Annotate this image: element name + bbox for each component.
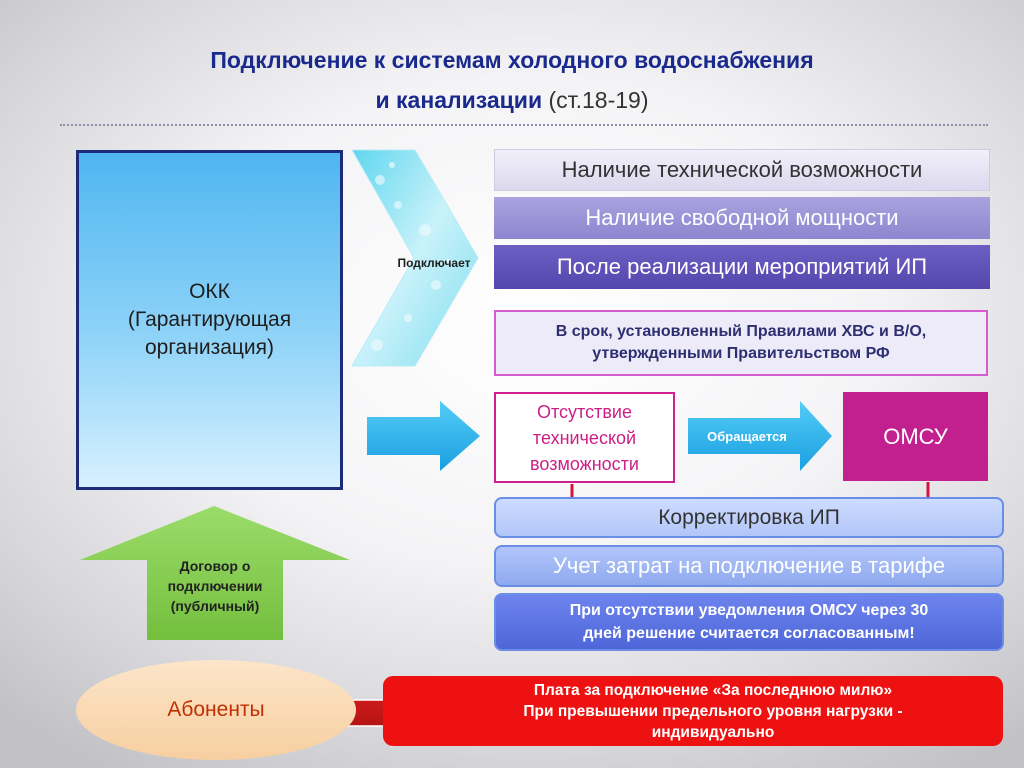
absence-line-3: возможности [530,453,639,474]
condition-free-capacity: Наличие свободной мощности [494,197,990,239]
fee-line-1: Плата за подключение «За последнюю милю» [533,681,893,699]
contract-label: Договор о подключении (публичный) [148,556,282,616]
article-reference: (ст.18-19) [548,87,649,113]
flow-arrow-icon [367,401,480,471]
okk-title: ОКК [189,280,230,303]
okk-block: ОКК (Гарантирующая организация) [76,150,343,490]
contract-line-1: Договор о [179,558,251,574]
notice-line-1: При отсутствии уведомления ОМСУ через 30 [569,602,929,619]
tariff-cost-box: Учет затрат на подключение в тарифе [494,545,1004,587]
title-line-1: Подключение к системам холодного водосна… [210,47,814,73]
omsu-notice-box: При отсутствии уведомления ОМСУ через 30… [494,593,1004,651]
okk-subtitle-line-2: организация) [145,336,274,359]
connect-chevron [351,149,479,367]
absence-box: Отсутствие технической возможности [494,392,675,483]
fee-line-3: индивидуально [651,723,775,741]
page-title: Подключение к системам холодного водосна… [60,40,964,120]
omsu-box: ОМСУ [843,392,988,481]
okk-subtitle-line-1: (Гарантирующая [127,308,292,331]
title-divider [60,124,988,126]
ip-correction-box: Корректировка ИП [494,497,1004,538]
contract-line-3: (публичный) [170,598,260,614]
deadline-line-2: утвержденными Правительством РФ [592,345,890,362]
contract-up-arrow-icon [80,506,350,640]
fee-line-2: При превышении предельного уровня нагруз… [523,702,903,720]
fee-box: Плата за подключение «За последнюю милю»… [383,676,1003,746]
applies-arrow-icon [688,401,832,471]
title-line-2-text: и канализации [375,87,543,113]
absence-line-1: Отсутствие [537,401,632,422]
deadline-box: В срок, установленный Правилами ХВС и В/… [494,310,988,376]
notice-line-2: дней решение считается согласованным! [583,625,915,642]
condition-after-ip-measures: После реализации мероприятий ИП [494,245,990,289]
deadline-line-1: В срок, установленный Правилами ХВС и В/… [555,323,927,340]
subscribers-ellipse: Абоненты [76,660,356,760]
title-line-2: и канализации (ст.18-19) [60,80,964,120]
condition-technical-possibility: Наличие технической возможности [494,149,990,191]
contract-line-2: подключении [167,578,263,594]
absence-line-2: технической [532,427,637,448]
applies-label: Обращается [707,429,787,444]
connects-label: Подключает [397,256,471,270]
